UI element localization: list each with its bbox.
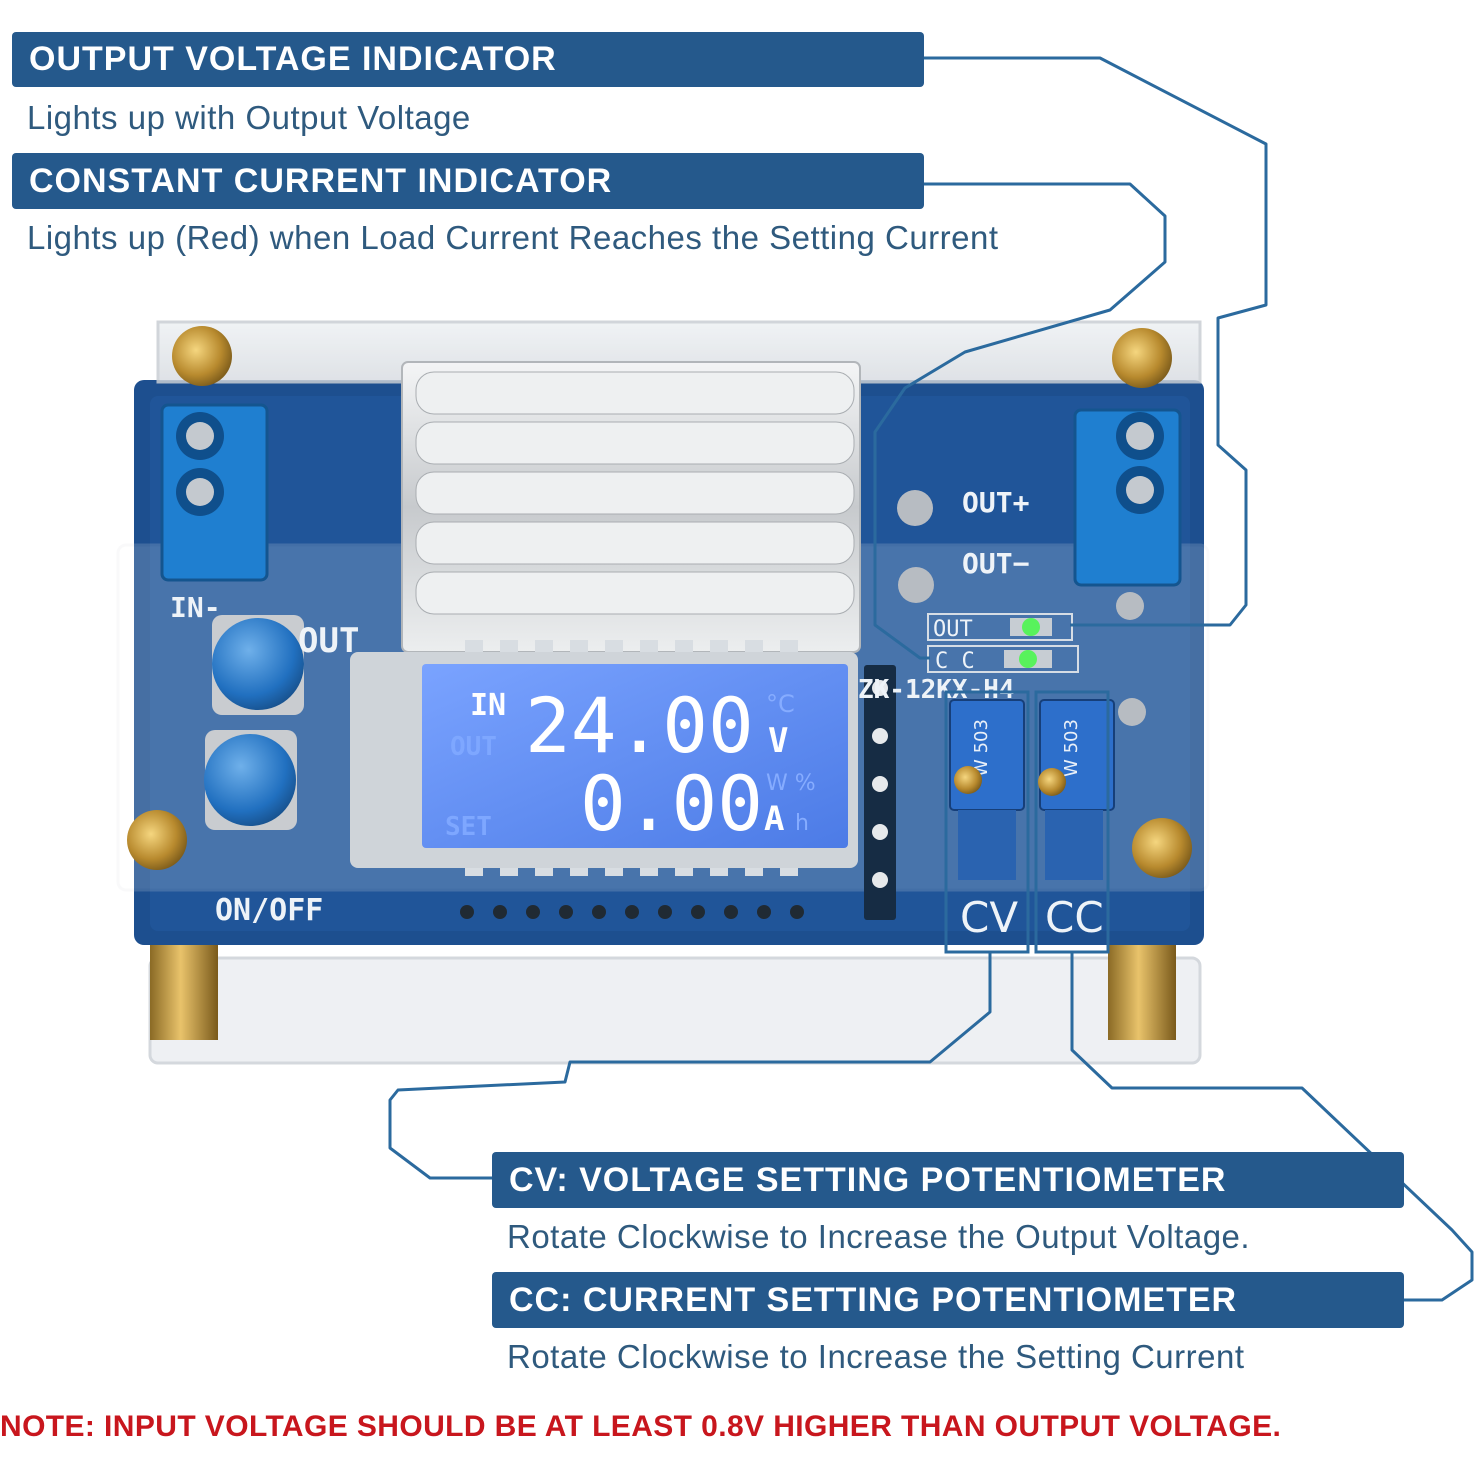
lcd-top-pins xyxy=(465,640,798,654)
cc-pot-desc: Rotate Clockwise to Increase the Setting… xyxy=(507,1338,1245,1375)
status-leds: OUT C C xyxy=(927,613,1079,674)
cv-highlight-box xyxy=(944,690,1030,954)
cv-pot-desc: Rotate Clockwise to Increase the Output … xyxy=(507,1218,1251,1255)
lcd-ghost-w-pct: W % xyxy=(766,771,816,796)
silk-out-minus: OUT− xyxy=(962,547,1029,580)
cc-indicator-title: CONSTANT CURRENT INDICATOR xyxy=(12,153,924,209)
input-terminal-block xyxy=(160,403,269,582)
lcd-current-value: 0.00 xyxy=(580,759,763,848)
corner-screws xyxy=(127,326,1192,878)
cc-pot-marking: W 503 xyxy=(1061,719,1082,777)
cc-potentiometer: W 503 xyxy=(1038,699,1115,880)
lcd-ghost-set: SET xyxy=(445,812,492,842)
leader-cc-pot xyxy=(1070,952,1474,1302)
cc-indicator-desc: Lights up (Red) when Load Current Reache… xyxy=(27,219,999,256)
led-out-label: OUT xyxy=(933,617,973,642)
cc-led xyxy=(1019,650,1037,668)
leader-output-indicator xyxy=(924,56,1268,627)
led-cc-label: C C xyxy=(935,649,975,674)
output-terminal-block xyxy=(1073,408,1182,587)
output-indicator-desc: Lights up with Output Voltage xyxy=(27,99,471,136)
output-indicator-title: OUTPUT VOLTAGE INDICATOR xyxy=(12,32,924,87)
lcd-mode-in: IN xyxy=(470,688,506,723)
silk-out-plus: OUT+ xyxy=(962,486,1029,519)
lcd-ghost-out: OUT xyxy=(450,732,497,762)
leader-cv-pot xyxy=(388,952,992,1180)
silk-cv: CV xyxy=(960,893,1018,942)
mounting-pads xyxy=(897,490,1146,726)
cv-pot-title: CV: VOLTAGE SETTING POTENTIOMETER xyxy=(492,1152,1404,1208)
lcd-voltage-value: 24.00 xyxy=(525,681,754,770)
header-pin-row xyxy=(460,905,804,919)
lcd-voltage-unit: V xyxy=(768,721,788,761)
input-voltage-note: NOTE: INPUT VOLTAGE SHOULD BE AT LEAST 0… xyxy=(0,1410,1282,1443)
lcd-module: IN OUT SET 24.00 V 0.00 A °C W % h xyxy=(350,652,858,868)
lcd-ghost-h: h xyxy=(795,811,809,836)
leader-cc-indicator xyxy=(873,182,1167,660)
silk-out: OUT xyxy=(298,621,359,661)
cv-potentiometer: W 503 xyxy=(949,699,1025,880)
push-buttons xyxy=(204,615,304,830)
silk-in-minus: IN- xyxy=(170,591,221,624)
lcd-ghost-celsius: °C xyxy=(766,690,795,718)
silk-on-off: ON/OFF xyxy=(215,893,323,928)
silk-cc: CC xyxy=(1045,893,1104,942)
lcd-current-unit: A xyxy=(764,799,784,839)
cc-pot-title: CC: CURRENT SETTING POTENTIOMETER xyxy=(492,1272,1404,1328)
output-led xyxy=(1022,618,1040,636)
side-pin-column xyxy=(864,665,896,920)
cv-pot-marking: W 503 xyxy=(971,719,992,777)
heatsink xyxy=(401,361,861,653)
